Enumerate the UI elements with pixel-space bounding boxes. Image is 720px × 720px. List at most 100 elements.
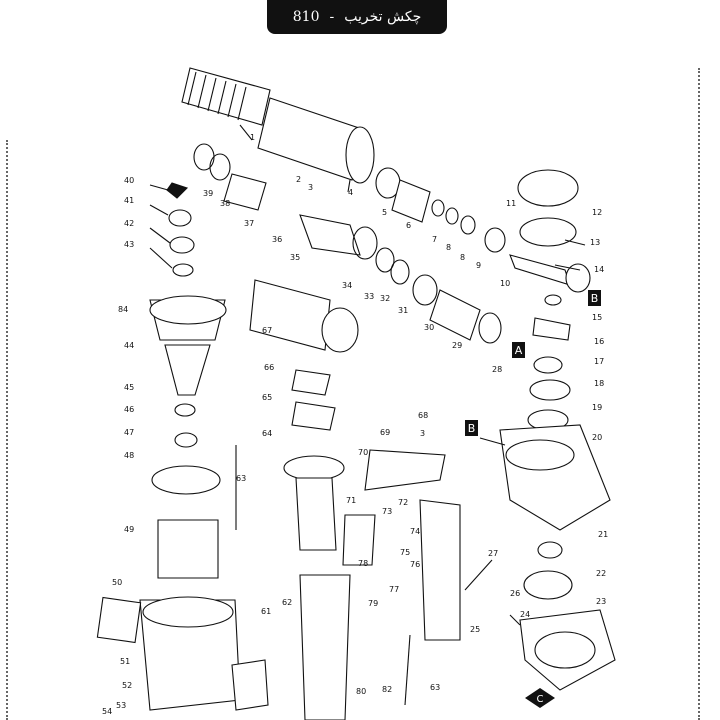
part-number-label: 66 [264,363,274,372]
part-number-label: 32 [380,294,390,303]
part-number-label: 6 [406,221,411,230]
part-number-label: 44 [124,341,134,350]
part-number-label: 67 [262,326,272,335]
svg-text:B: B [468,422,476,435]
part-number-label: 70 [358,448,368,457]
part-number-label: 47 [124,428,134,437]
part-number-label: 52 [122,681,132,690]
part-4-barrel [257,97,375,184]
part-number-label: 78 [358,559,368,568]
part-number-label: 50 [112,578,122,587]
part-number-label: 25 [470,625,480,634]
part-number-label: 68 [418,411,428,420]
part-number-label: 64 [262,429,272,438]
part-number-label: 82 [382,685,392,694]
part-number-label: 13 [590,238,600,247]
part-number-label: 63 [430,683,440,692]
part-number-label: 80 [356,687,366,696]
part-number-label: 17 [594,357,604,366]
part-number-label: 11 [506,199,516,208]
part-number-label: 45 [124,383,134,392]
right-dotted-border [698,68,700,720]
part-6 [391,179,431,223]
part-number-label: 53 [116,701,126,710]
part-number-label: 30 [424,323,434,332]
part-number-label: 42 [124,219,134,228]
part-number-label: 16 [594,337,604,346]
callout-box-B-top: B [588,290,601,306]
title-banner: 810 - چکش تخریب [267,0,447,34]
part-number-label: 36 [272,235,282,244]
part-number-label: 18 [594,379,604,388]
model-number: 810 [292,9,320,25]
part-number-label: 49 [124,525,134,534]
part-number-label: 4 [348,188,353,197]
part-number-label: 76 [410,560,420,569]
part-number-label: 10 [500,279,510,288]
part-number-label: 22 [596,569,606,578]
callout-box-B-mid: B [465,420,478,436]
svg-text:A: A [515,344,523,357]
part-number-label: 31 [398,306,408,315]
part-number-label: 54 [102,707,112,716]
part-77-handle [419,499,461,641]
part-12-cap [517,169,579,207]
part-number-label: 8 [446,243,451,252]
part-number-label: 61 [261,607,271,616]
part-number-label: 35 [290,253,300,262]
part-number-label: 41 [124,196,134,205]
part-number-label: 33 [364,292,374,301]
part-number-label: 65 [262,393,272,402]
part-number-label: 15 [592,313,602,322]
part-number-label: 8 [460,253,465,262]
part-number-label: 27 [488,549,498,558]
part-number-label: 19 [592,403,602,412]
svg-text:C: C [537,694,544,705]
part-number-label: 63 [236,474,246,483]
part-number-label: 51 [120,657,130,666]
part-number-label: 46 [124,405,134,414]
part-number-labels: 1234567889101112131415161718192021222324… [102,133,608,716]
part-number-label: 34 [342,281,352,290]
part-number-label: 73 [382,507,392,516]
part-34-shaft [299,214,361,256]
part-37-sleeve [223,173,267,211]
part-number-label: 72 [398,498,408,507]
svg-text:B: B [591,292,599,305]
part-24-plate [519,609,616,691]
part-number-label: 40 [124,176,134,185]
part-number-label: 75 [400,548,410,557]
part-69-bracket [364,449,446,491]
title-text: چکش تخریب [344,9,422,25]
part-number-label: 62 [282,598,292,607]
left-dotted-border [6,140,8,720]
part-39-ring [193,143,215,171]
callout-box-C: C [525,688,555,708]
part-number-label: 3 [308,183,313,192]
part-14-conrod [509,254,571,286]
part-number-label: 84 [118,305,128,314]
part-78-grip [299,574,351,720]
part-number-label: 5 [382,208,387,217]
part-number-label: 12 [592,208,602,217]
title-dash: - [329,9,335,25]
part-number-label: 74 [410,527,420,536]
part-number-label: 69 [380,428,390,437]
part-number-label: 1 [250,133,255,142]
part-number-label: 28 [492,365,502,374]
part-number-label: 14 [594,265,604,274]
part-number-label: 24 [520,610,530,619]
part-number-label: 43 [124,240,134,249]
part-number-label: 2 [296,175,301,184]
part-number-label: 38 [220,199,230,208]
part-number-label: 77 [389,585,399,594]
part-67-tube [249,279,331,351]
part-number-label: 39 [203,189,213,198]
part-number-label: 48 [124,451,134,460]
part-64-handle [295,477,337,551]
part-number-label: 23 [596,597,606,606]
part-number-label: 7 [432,235,437,244]
callout-box-A: A [512,342,525,358]
part-number-label: 21 [598,530,608,539]
